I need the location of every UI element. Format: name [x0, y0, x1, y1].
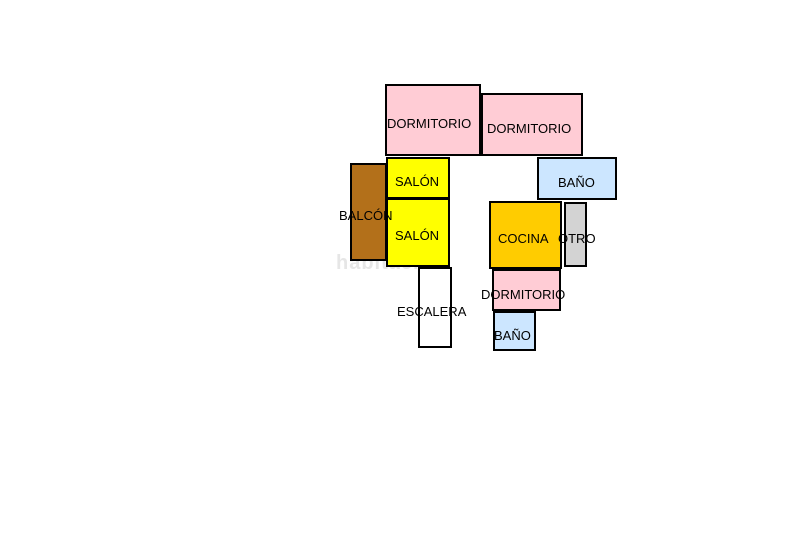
label-bano-2: BAÑO — [494, 328, 531, 343]
label-balcon: BALCÓN — [339, 208, 393, 223]
label-cocina: COCINA — [498, 231, 549, 246]
label-dormitorio-2: DORMITORIO — [487, 121, 572, 136]
label-otro: OTRO — [558, 231, 596, 246]
room-dormitorio-2 — [481, 93, 583, 156]
room-bano-1 — [537, 157, 617, 200]
room-salon-2 — [386, 198, 450, 267]
label-salon-2: SALÓN — [395, 228, 440, 243]
room-otro — [564, 202, 587, 267]
room-bano-2 — [493, 311, 536, 351]
room-escalera — [418, 267, 452, 348]
room-dormitorio-1 — [385, 84, 481, 156]
room-dormitorio-3 — [492, 269, 561, 311]
label-dormitorio-3: DORMITORIO — [481, 287, 566, 302]
label-dormitorio-1: DORMITORIO — [387, 116, 472, 131]
label-salon-1: SALÓN — [395, 174, 440, 189]
label-escalera: ESCALERA — [397, 304, 467, 319]
room-cocina — [489, 201, 562, 269]
label-bano-1: BAÑO — [558, 175, 595, 190]
